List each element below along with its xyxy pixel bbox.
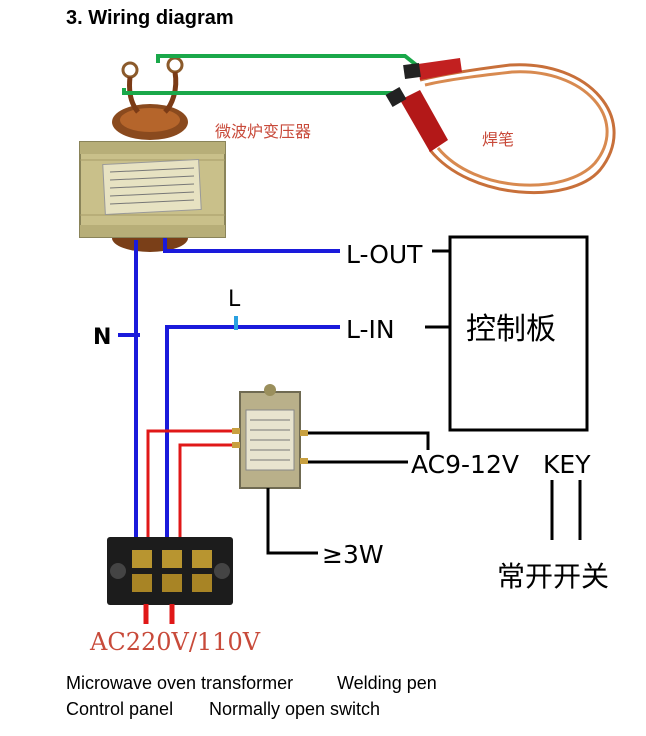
welding-pen-label: 焊笔 (482, 130, 514, 149)
terminal-block (107, 537, 233, 605)
black-wires (266, 431, 582, 555)
l-out-label: L-OUT (346, 240, 423, 269)
mains-label: AC220V/110V (89, 628, 261, 656)
power-rating-label: ≥3W (322, 540, 384, 569)
diagram-title: 3. Wiring diagram (66, 7, 234, 29)
welding-pen (385, 58, 616, 194)
normally-open-switch-label: 常开开关 (497, 560, 609, 593)
n-marker-label: N (93, 325, 111, 350)
mains-red-leads (143, 604, 175, 624)
l-marker-label: L (228, 287, 241, 312)
caption-control-panel: Control panel (66, 699, 174, 719)
blue-wires (134, 238, 340, 550)
caption-microwave-transformer: Microwave oven transformer (66, 673, 294, 693)
l-in-label: L-IN (346, 315, 395, 344)
caption-normally-open-switch: Normally open switch (209, 699, 381, 719)
control-board (448, 235, 589, 432)
red-wires (146, 429, 232, 545)
ac-small-label: AC9-12V (411, 450, 519, 479)
transformer-label: 微波炉变压器 (215, 122, 311, 141)
control-board-label: 控制板 (466, 312, 556, 347)
caption-welding-pen: Welding pen (337, 673, 437, 693)
small-transformer (232, 384, 308, 489)
key-label: KEY (543, 450, 591, 479)
microwave-transformer (79, 56, 226, 252)
